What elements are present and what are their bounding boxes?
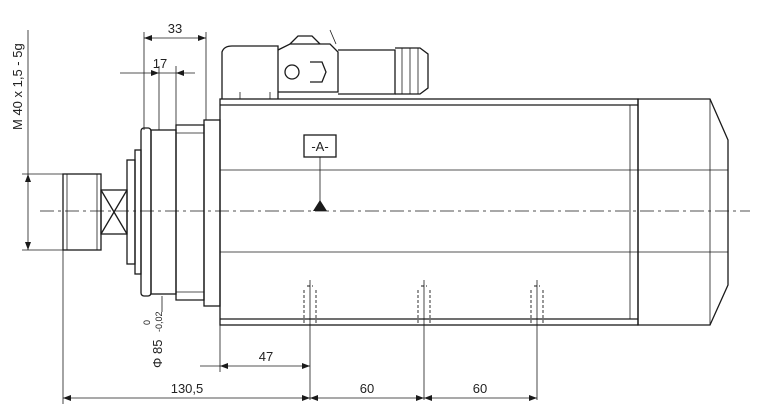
thread-spec-label: M 40 x 1,5 - 5g — [10, 43, 25, 130]
mounting-holes — [303, 280, 544, 400]
dim-130-5-label: 130,5 — [171, 381, 204, 396]
mounting-hole — [530, 280, 544, 400]
dim-47-label: 47 — [259, 349, 273, 364]
motor-body — [219, 98, 639, 326]
dim-17-label: 17 — [153, 56, 167, 71]
diameter-label: Φ 85 — [150, 340, 165, 368]
dim-130-5: 130,5 — [62, 250, 310, 404]
front-flange — [140, 119, 221, 307]
dim-33-label: 33 — [168, 21, 182, 36]
mounting-hole — [303, 280, 317, 400]
dim-33: 33 — [143, 21, 207, 130]
shaft-nut — [62, 149, 142, 275]
rear-cap — [637, 98, 729, 326]
dim-17: 17 — [120, 56, 195, 130]
datum-a: -A- — [303, 134, 337, 211]
tol-upper: 0 — [142, 320, 152, 325]
dim-47: 47 — [200, 325, 310, 372]
tol-lower: -0,02 — [154, 311, 164, 332]
dim-diameter: Φ 85 0 -0,02 — [142, 296, 165, 368]
dim-60-a-label: 60 — [360, 381, 374, 396]
datum-label: -A- — [311, 139, 328, 154]
connector — [221, 29, 429, 99]
dim-60-pitch: 60 60 — [310, 381, 537, 401]
mounting-hole — [417, 280, 431, 400]
dim-60-b-label: 60 — [473, 381, 487, 396]
dim-thread: M 40 x 1,5 - 5g — [10, 30, 63, 251]
